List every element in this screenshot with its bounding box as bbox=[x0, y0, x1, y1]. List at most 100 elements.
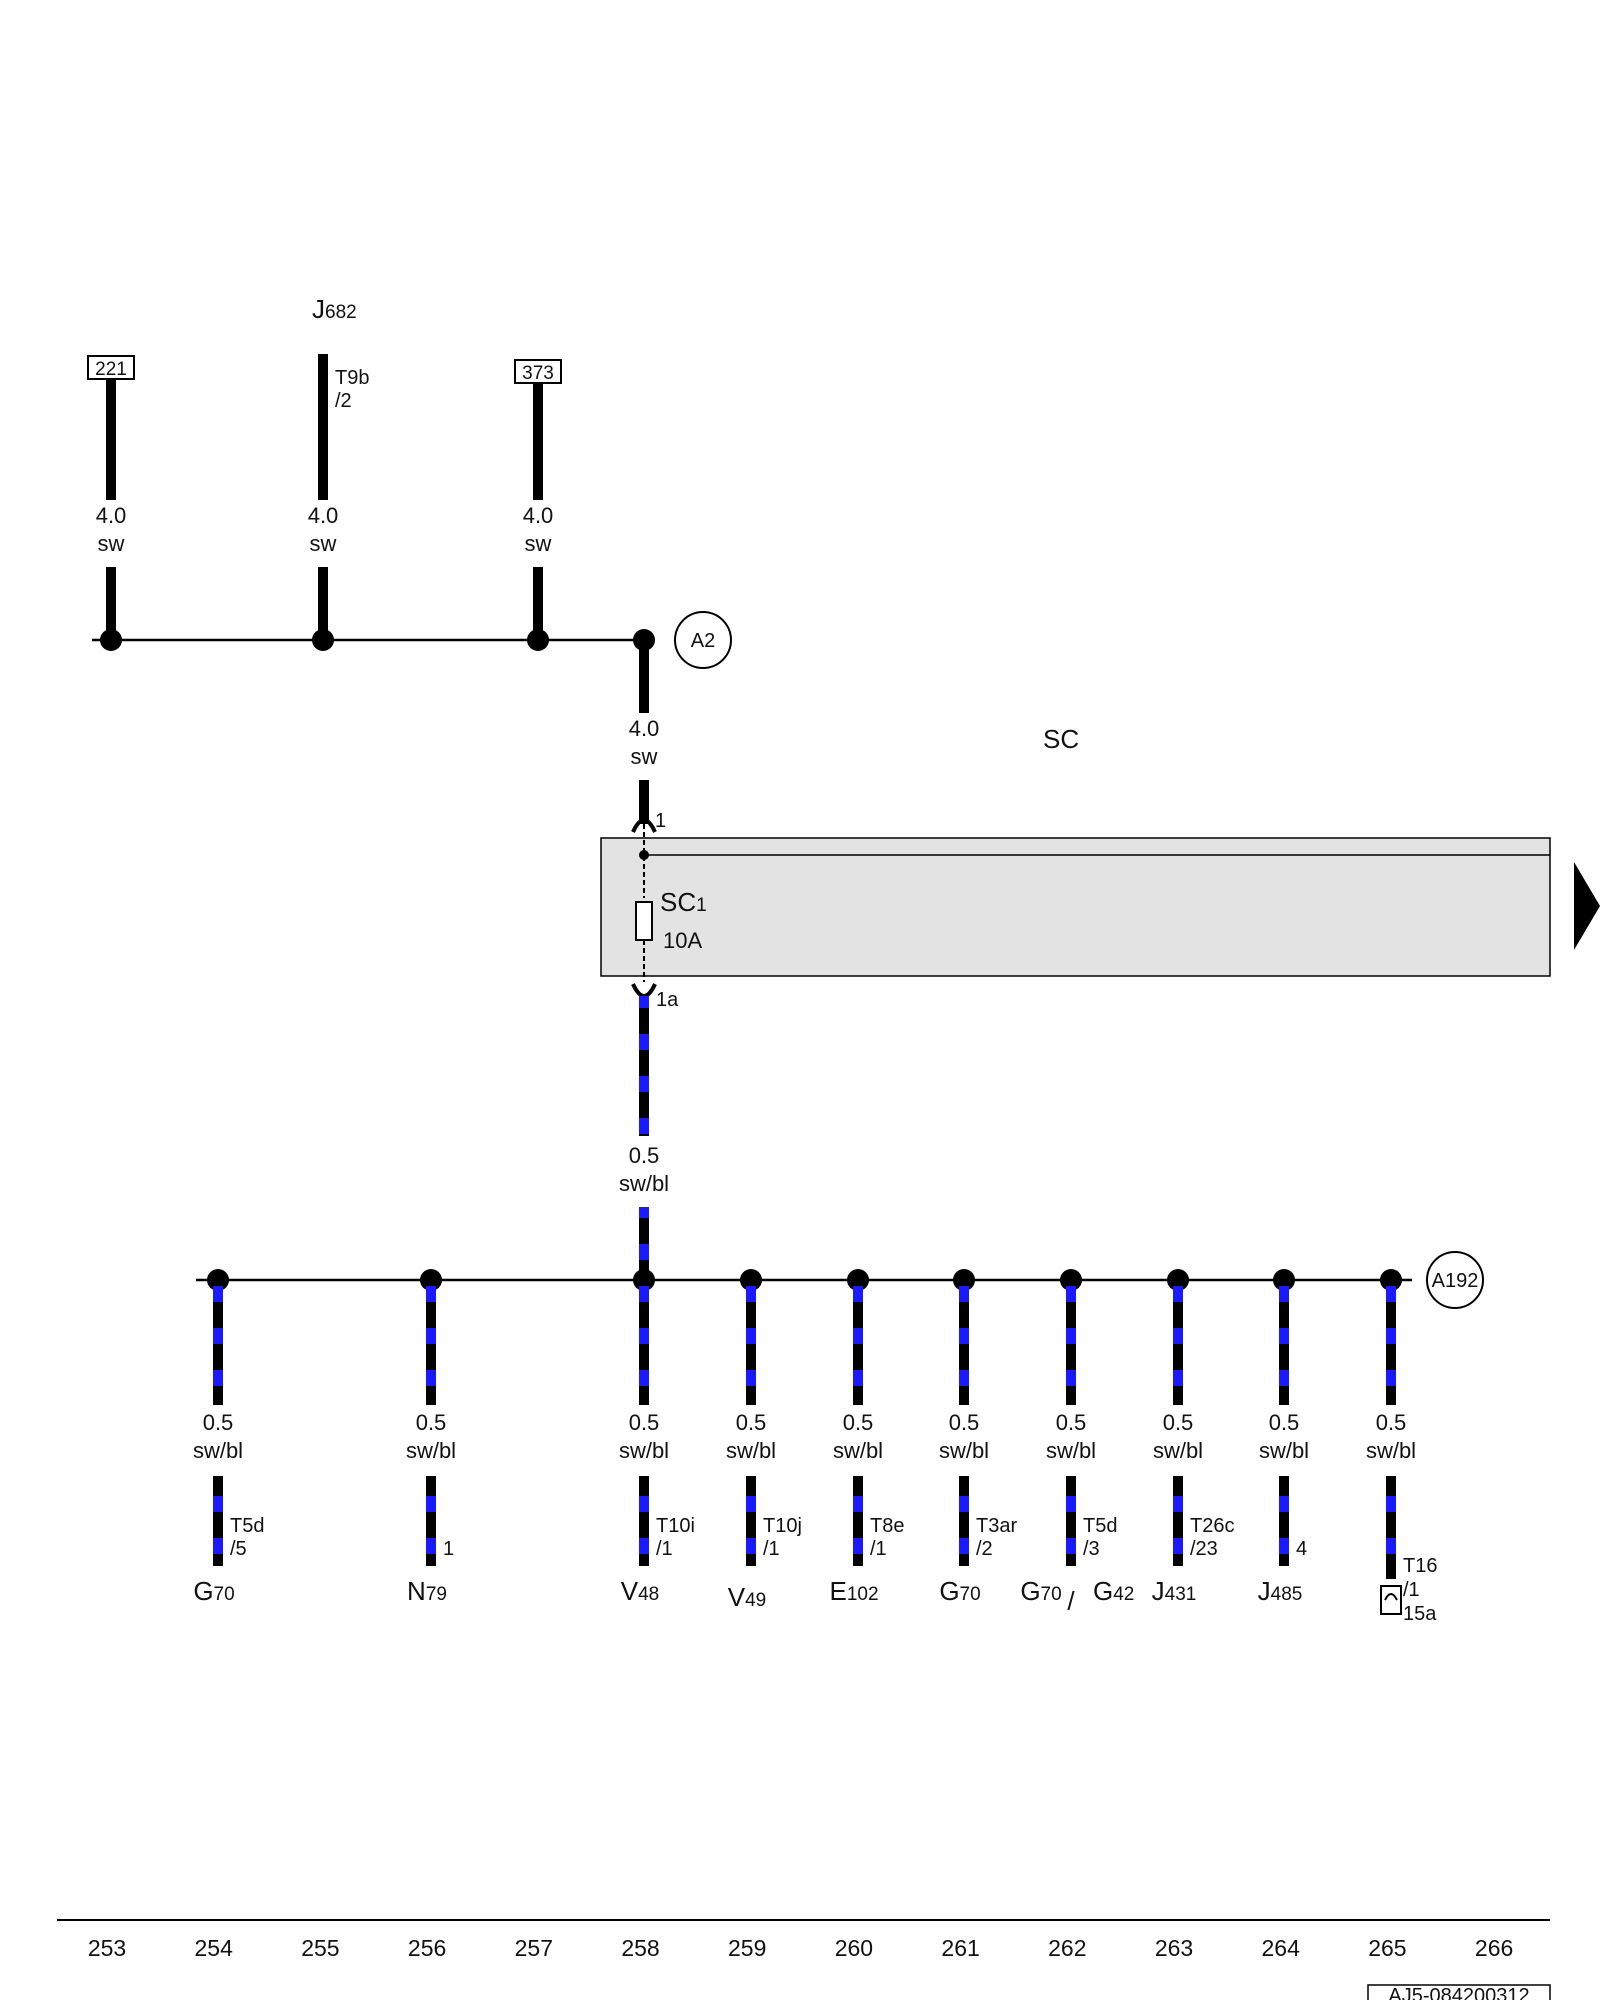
wire-branch-3-color: sw/bl bbox=[619, 1438, 669, 1463]
wire-branch-10-size: 0.5 bbox=[1376, 1410, 1407, 1435]
connector-branch-4-pin: /1 bbox=[763, 1538, 780, 1560]
component-branch-1: G70 bbox=[193, 1576, 234, 1606]
junction-a2-label: A2 bbox=[691, 630, 715, 652]
wire-branch-2-lower bbox=[426, 1476, 436, 1566]
wire-branch-7-color: sw/bl bbox=[1046, 1438, 1096, 1463]
wire-fuse-feed-upper bbox=[639, 640, 649, 713]
wire-branch-9-color: sw/bl bbox=[1259, 1438, 1309, 1463]
wire-branch-9-lower bbox=[1279, 1476, 1289, 1566]
component-g42: G42 bbox=[1093, 1576, 1134, 1606]
component-j682: J682 bbox=[312, 294, 357, 324]
footer-number: 262 bbox=[1048, 1935, 1086, 1961]
footer-number: 264 bbox=[1262, 1935, 1301, 1961]
fuse-panel-node bbox=[639, 850, 649, 860]
footer-number: 261 bbox=[941, 1935, 979, 1961]
wire-branch-8-upper bbox=[1173, 1280, 1183, 1405]
connector-branch-7: T5d bbox=[1083, 1515, 1117, 1537]
connector-branch-8: T26c bbox=[1190, 1515, 1234, 1537]
connector-socket-arc-icon bbox=[1384, 1593, 1398, 1601]
connector-branch-6-pin: /2 bbox=[976, 1538, 993, 1560]
wire-branch-1-color: sw/bl bbox=[193, 1438, 243, 1463]
connector-t16: T16 bbox=[1403, 1555, 1437, 1577]
wire-branch-3-upper bbox=[639, 1280, 649, 1405]
fuse-element-icon bbox=[635, 901, 653, 941]
wire-branch-1-size: 0.5 bbox=[203, 1410, 234, 1435]
footer-number: 256 bbox=[408, 1935, 446, 1961]
footer-number: 253 bbox=[88, 1935, 126, 1961]
wire-j682-lower bbox=[318, 567, 328, 640]
wire-branch-7-lower bbox=[1066, 1476, 1076, 1566]
connector-t16-pin: /1 bbox=[1403, 1579, 1420, 1601]
fuse-panel-title: SC bbox=[1043, 724, 1079, 754]
footer-number: 254 bbox=[195, 1935, 234, 1961]
doc-code-box bbox=[1367, 1984, 1551, 2000]
wire-branch-5-upper bbox=[853, 1280, 863, 1405]
wire-branch-6-upper bbox=[959, 1280, 969, 1405]
connector-branch-4: T10j bbox=[763, 1515, 802, 1537]
fuse-panel bbox=[600, 837, 1551, 977]
connector-branch-3-pin: /1 bbox=[656, 1538, 673, 1560]
footer-number: 266 bbox=[1475, 1935, 1513, 1961]
component-branch-5: E102 bbox=[829, 1576, 878, 1606]
pin-1-connector-icon bbox=[631, 818, 657, 833]
component-branch-8: J431 bbox=[1152, 1576, 1197, 1606]
wire-373-lower bbox=[533, 567, 543, 640]
component-branch-9: J485 bbox=[1258, 1576, 1303, 1606]
wire-221-lower bbox=[106, 567, 116, 640]
component-branch-3: V48 bbox=[621, 1576, 659, 1606]
wire-branch-8-color: sw/bl bbox=[1153, 1438, 1203, 1463]
pin-1a-connector-icon bbox=[631, 983, 657, 998]
wire-branch-4-color: sw/bl bbox=[726, 1438, 776, 1463]
wire-branch-10-upper bbox=[1386, 1280, 1396, 1405]
connector-branch-8-pin: /23 bbox=[1190, 1538, 1218, 1560]
branch-wires: 0.5sw/blT5d/5G700.5sw/bl1N790.5sw/blT10i… bbox=[193, 1269, 1437, 1625]
wire-branch-3-size: 0.5 bbox=[629, 1410, 660, 1435]
wire-branch-5-size: 0.5 bbox=[843, 1410, 874, 1435]
wire-branch-2-upper bbox=[426, 1280, 436, 1405]
wire-branch-6-size: 0.5 bbox=[949, 1410, 980, 1435]
connector-branch-1: T5d bbox=[230, 1515, 264, 1537]
wire-branch-1-upper bbox=[213, 1280, 223, 1405]
wire-mid-size: 0.5 bbox=[629, 1143, 660, 1168]
wire-branch-10-color: sw/bl bbox=[1366, 1438, 1416, 1463]
footer-number: 265 bbox=[1368, 1935, 1406, 1961]
connector-branch-7-pin: /3 bbox=[1083, 1538, 1100, 1560]
connector-branch-6: T3ar bbox=[976, 1515, 1017, 1537]
wire-branch-2-color: sw/bl bbox=[406, 1438, 456, 1463]
wire-branch-7-upper bbox=[1066, 1280, 1076, 1405]
bus-node-373 bbox=[527, 629, 549, 651]
wire-branch-4-upper bbox=[746, 1280, 756, 1405]
wire-branch-6-color: sw/bl bbox=[939, 1438, 989, 1463]
wire-mid-upper bbox=[639, 996, 649, 1136]
bus-node-221 bbox=[100, 629, 122, 651]
wire-branch-9-size: 0.5 bbox=[1269, 1410, 1300, 1435]
wire-branch-6-lower bbox=[959, 1476, 969, 1566]
wire-373-size: 4.0 bbox=[523, 503, 554, 528]
ref-221-label: 221 bbox=[95, 359, 127, 380]
ref-373-label: 373 bbox=[522, 363, 554, 384]
fuse-sc1-name: SC1 bbox=[660, 887, 707, 917]
wire-branch-10-lower bbox=[1386, 1476, 1396, 1579]
fuse-rating: 10A bbox=[663, 928, 702, 953]
wire-branch-1-lower bbox=[213, 1476, 223, 1566]
footer-number: 259 bbox=[728, 1935, 766, 1961]
component-branch-6: G70 bbox=[939, 1576, 980, 1606]
connector-branch-9-pin: 4 bbox=[1296, 1538, 1307, 1560]
connector-t16-pin-label: 15a bbox=[1403, 1603, 1437, 1625]
wire-branch-4-lower bbox=[746, 1476, 756, 1566]
junction-a192-label: A192 bbox=[1432, 1270, 1479, 1292]
bus-node-j682 bbox=[312, 629, 334, 651]
connector-branch-5-pin: /1 bbox=[870, 1538, 887, 1560]
wire-fuse-feed-color: sw bbox=[631, 744, 658, 769]
connector-branch-5: T8e bbox=[870, 1515, 904, 1537]
component-branch-2: N79 bbox=[407, 1576, 447, 1606]
wire-j682-color: sw bbox=[310, 531, 337, 556]
footer-number: 257 bbox=[515, 1935, 553, 1961]
wire-j682-upper bbox=[318, 354, 328, 500]
wire-j682-size: 4.0 bbox=[308, 503, 339, 528]
wire-373-color: sw bbox=[525, 531, 552, 556]
wire-branch-5-color: sw/bl bbox=[833, 1438, 883, 1463]
wire-221-size: 4.0 bbox=[96, 503, 127, 528]
doc-code: AJ5-084200312 bbox=[1388, 1985, 1529, 2000]
